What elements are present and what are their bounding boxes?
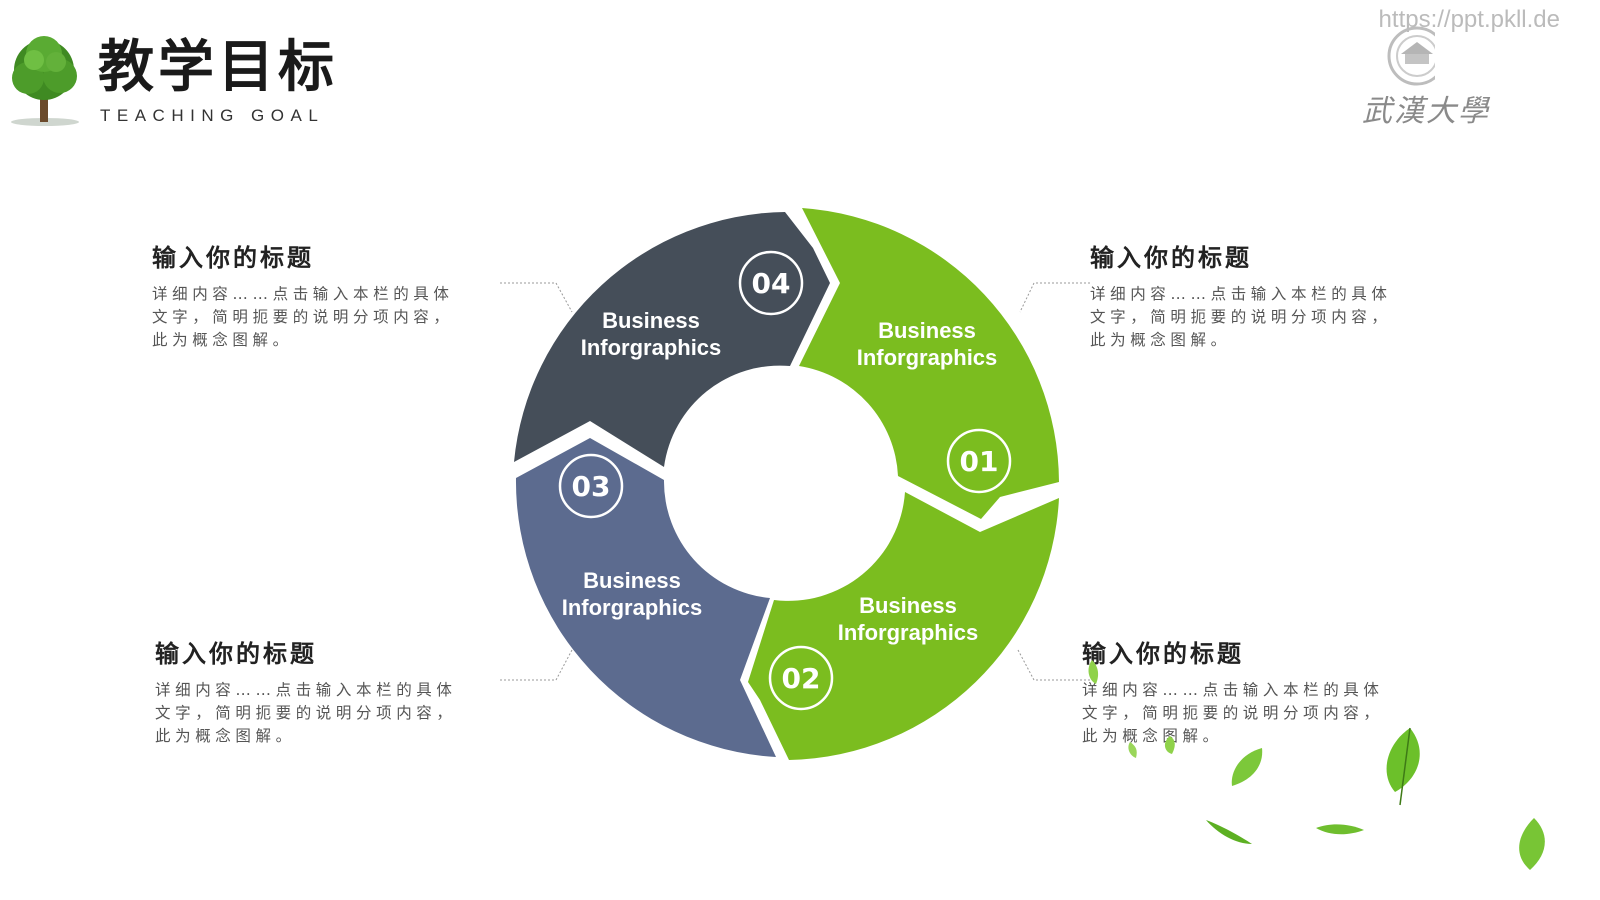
block-title: 输入你的标题 [1090,244,1252,272]
desc-line: 文字，简明扼要的说明分项内容， [152,308,454,326]
desc-line: 详细内容……点击输入本栏的具体 [155,681,457,699]
segment-03-label-line2: Inforgraphics [562,595,703,620]
desc-line: 此为概念图解。 [1082,727,1223,745]
number-circle-04: 04 [738,250,804,316]
block-title: 输入你的标题 [155,640,317,668]
leaf-icon [1088,660,1099,684]
segment-04 [514,212,830,467]
segment-02 [748,492,1059,760]
segment-04-label-line2: Inforgraphics [581,335,722,360]
desc-line: 详细内容……点击输入本栏的具体 [1090,285,1392,303]
connector-bottom-right [1017,649,1090,681]
number-circle-03: 03 [558,453,624,519]
desc-line: 详细内容……点击输入本栏的具体 [152,285,454,303]
segment-03 [515,438,776,757]
segment-03-label-line1: Business [583,568,681,593]
leaf-icon [1128,742,1137,758]
desc-line: 此为概念图解。 [1090,331,1231,349]
leaf-icon [1386,727,1420,806]
connector-top-right [1019,282,1090,313]
text-block-top-left: 输入你的标题 详细内容……点击输入本栏的具体 文字，简明扼要的说明分项内容， 此… [152,238,512,352]
number-circle-02: 02 [768,645,834,711]
page-subtitle: TEACHING GOAL [100,106,325,125]
segment-02-label-line1: Business [859,593,957,618]
segment-04-label-line1: Business [602,308,700,333]
segment-02-label-line2: Inforgraphics [838,620,979,645]
segment-03-number: 03 [572,470,611,503]
leaf-icon [1231,748,1263,786]
connector-bottom-left [500,649,573,681]
desc-line: 文字，简明扼要的说明分项内容， [1082,704,1384,722]
connector-lines [500,282,1090,681]
segment-02-number: 02 [782,662,821,695]
block-description: 详细内容……点击输入本栏的具体 文字，简明扼要的说明分项内容， 此为概念图解。 [152,283,512,352]
desc-line: 文字，简明扼要的说明分项内容， [1090,308,1392,326]
block-title: 输入你的标题 [152,244,314,272]
leaf-icon [1519,818,1545,870]
segment-01-label-line2: Inforgraphics [857,345,998,370]
leaf-icon [1206,820,1252,844]
block-description: 详细内容……点击输入本栏的具体 文字，简明扼要的说明分项内容， 此为概念图解。 [1090,283,1450,352]
number-circle-01: 01 [946,428,1012,494]
block-title: 输入你的标题 [1082,640,1244,668]
text-block-top-right: 输入你的标题 详细内容……点击输入本栏的具体 文字，简明扼要的说明分项内容， 此… [1090,238,1450,352]
segment-04-number: 04 [752,267,791,300]
block-description: 详细内容……点击输入本栏的具体 文字，简明扼要的说明分项内容， 此为概念图解。 [1082,679,1442,748]
text-block-bottom-left: 输入你的标题 详细内容……点击输入本栏的具体 文字，简明扼要的说明分项内容， 此… [155,634,515,748]
page-title: 教学目标 [98,35,338,100]
segment-01 [799,208,1059,519]
segment-01-label-line1: Business [878,318,976,343]
desc-line: 此为概念图解。 [152,331,293,349]
university-seal-icon [1387,26,1435,86]
university-name: 武漢大學 [1362,94,1490,129]
text-block-bottom-right: 输入你的标题 详细内容……点击输入本栏的具体 文字，简明扼要的说明分项内容， 此… [1082,634,1442,748]
desc-line: 详细内容……点击输入本栏的具体 [1082,681,1384,699]
leaf-icon [1316,824,1364,835]
segment-01-number: 01 [960,445,999,478]
desc-line: 此为概念图解。 [155,727,296,745]
connector-top-left [500,282,573,313]
leaf-icon [1164,736,1175,754]
tree-logo-icon [11,36,79,126]
block-description: 详细内容……点击输入本栏的具体 文字，简明扼要的说明分项内容， 此为概念图解。 [155,679,515,748]
desc-line: 文字，简明扼要的说明分项内容， [155,704,457,722]
